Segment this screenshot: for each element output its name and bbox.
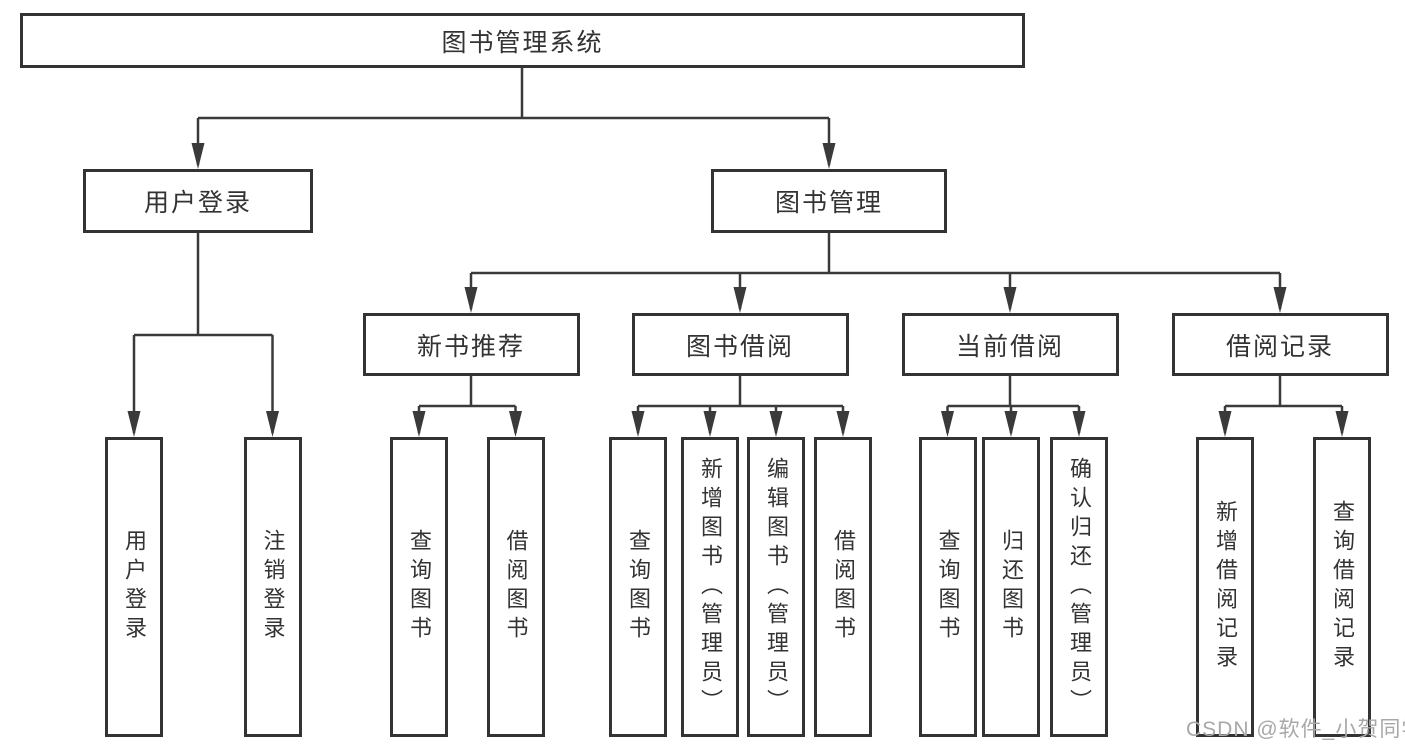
node-label: 借阅记录 <box>1225 332 1334 361</box>
node-label: 用户登录 <box>143 189 252 217</box>
node-new-book-recommend: 新书推荐 <box>362 313 580 376</box>
leaf-borrow-books-recommend: 借阅图书 <box>486 437 545 737</box>
leaf-query-borrow-record: 查询借阅记录 <box>1313 437 1371 737</box>
leaf-query-books-borrow: 查询图书 <box>609 437 667 737</box>
leaf-borrow-books: 借阅图书 <box>814 437 872 737</box>
connector-root-to-level1 <box>191 68 836 169</box>
connector-user-login-children <box>127 233 279 437</box>
node-label: 新书推荐 <box>416 332 525 361</box>
connector-book-borrow-children <box>631 376 850 437</box>
node-book-management: 图书管理 <box>711 169 947 233</box>
node-label: 当前借阅 <box>955 332 1064 361</box>
connector-book-management-children <box>464 233 1287 313</box>
leaf-label: 查询图书 <box>407 529 432 645</box>
node-label: 图书借阅 <box>685 332 794 361</box>
leaf-label: 新增图书（管理员） <box>698 456 723 718</box>
leaf-label: 归还图书 <box>999 529 1024 645</box>
node-current-borrow: 当前借阅 <box>901 313 1119 376</box>
node-book-borrow: 图书借阅 <box>631 313 849 376</box>
node-borrow-records: 借阅记录 <box>1171 313 1389 376</box>
node-library-management-system: 图书管理系统 <box>20 13 1025 68</box>
leaf-label: 确认归还（管理员） <box>1067 456 1092 718</box>
leaf-label: 查询图书 <box>626 529 651 645</box>
leaf-label: 借阅图书 <box>503 529 529 645</box>
connector-borrow-records-children <box>1218 376 1349 437</box>
leaf-add-borrow-record: 新增借阅记录 <box>1196 437 1254 737</box>
leaf-confirm-return-admin: 确认归还（管理员） <box>1050 437 1108 737</box>
leaf-return-book: 归还图书 <box>982 437 1040 737</box>
node-label: 图书管理系统 <box>441 28 604 57</box>
leaf-label: 编辑图书（管理员） <box>764 456 789 718</box>
leaf-label: 注销登录 <box>260 529 286 645</box>
node-label: 图书管理 <box>774 189 883 217</box>
node-user-login: 用户登录 <box>83 169 313 233</box>
leaf-query-books-current: 查询图书 <box>918 437 977 737</box>
leaf-query-books-recommend: 查询图书 <box>390 437 448 737</box>
leaf-add-book-admin: 新增图书（管理员） <box>681 437 739 737</box>
connector-new-book-recommend-children <box>412 376 522 437</box>
connector-current-borrow-children <box>941 376 1086 437</box>
leaf-logout: 注销登录 <box>243 437 302 737</box>
leaf-label: 查询借阅记录 <box>1330 500 1355 674</box>
leaf-label: 新增借阅记录 <box>1213 500 1238 674</box>
leaf-user-login: 用户登录 <box>105 437 163 737</box>
watermark: CSDN @软件_小贺同学 <box>1186 718 1405 741</box>
leaf-label: 借阅图书 <box>831 529 856 645</box>
leaf-label: 查询图书 <box>935 529 961 645</box>
leaf-edit-book-admin: 编辑图书（管理员） <box>747 437 805 737</box>
leaf-label: 用户登录 <box>122 529 147 645</box>
